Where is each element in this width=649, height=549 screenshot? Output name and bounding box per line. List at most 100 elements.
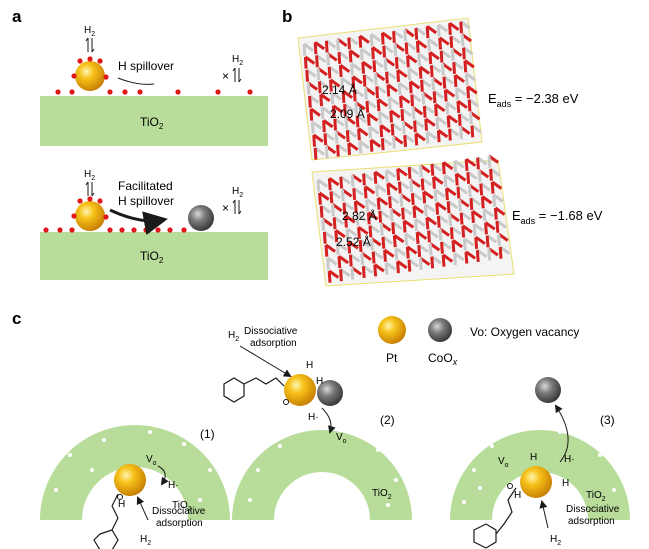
lattice-bond	[469, 198, 474, 211]
h2-left-bottom: H2	[84, 169, 95, 182]
lattice-bond	[454, 173, 459, 186]
lattice-bond	[440, 241, 444, 254]
lattice-bond	[392, 31, 396, 43]
lattice-bond	[407, 259, 412, 272]
lattice-bond	[466, 86, 470, 99]
lattice-bond	[366, 113, 371, 126]
panel-a-top: TiO2 H2 H spillover H2 ×	[40, 25, 268, 146]
lattice-bond	[441, 162, 446, 175]
legend-vo-label: Vo: Oxygen vacancy	[470, 325, 579, 339]
lattice-bond	[339, 269, 343, 282]
lattice-bond	[414, 133, 419, 146]
lattice-bond	[378, 210, 383, 223]
lattice-bond	[390, 123, 395, 136]
lattice-bond	[324, 146, 329, 159]
hdot-label-2: H·	[308, 412, 319, 423]
tio2-arc-2	[232, 430, 412, 520]
lattice-bond	[418, 258, 423, 271]
lattice-bond	[373, 73, 378, 86]
lattice-bond	[343, 104, 347, 116]
lattice-bond	[342, 202, 347, 215]
lattice-bond	[446, 115, 451, 128]
pt-particle-top	[75, 61, 105, 91]
lattice-bond	[487, 155, 492, 168]
lattice-bond	[455, 88, 459, 100]
panel-c-label: c	[12, 309, 21, 328]
lattice-bond	[484, 222, 488, 235]
lattice-bond	[449, 227, 454, 240]
lattice-bond	[308, 95, 312, 108]
lattice-bond	[363, 186, 368, 199]
distance-top-1: 2.14 Å	[322, 82, 357, 97]
lattice-bond	[462, 238, 467, 251]
lattice-bond	[469, 112, 473, 125]
lattice-bond	[360, 253, 365, 266]
equilibrium-arrows-left-bottom	[85, 181, 95, 197]
lattice-bond	[438, 37, 442, 50]
lattice-bond	[401, 122, 406, 134]
lattice-bond	[467, 185, 472, 198]
h-atom-3-top: H	[530, 452, 537, 463]
lattice-bond	[362, 74, 367, 87]
step-3: (3) Vo H H· H H TiO2 Dissociative adsorp…	[450, 377, 630, 549]
lattice-bond	[452, 62, 456, 74]
lattice-bond	[427, 39, 431, 52]
lattice-bond	[318, 192, 322, 205]
lattice-bond	[413, 120, 417, 133]
lattice-bond	[459, 212, 464, 225]
diss-label-1b: adsorption	[156, 518, 203, 529]
lattice-bond	[389, 209, 394, 222]
lattice-bond	[324, 40, 329, 53]
lattice-bond	[368, 126, 372, 139]
h-migration-arrow-1	[157, 465, 169, 486]
lattice-bond	[417, 53, 421, 66]
lattice-bond	[466, 172, 471, 185]
lattice-bond	[371, 251, 376, 264]
lattice-bond	[404, 42, 409, 55]
lattice-bond	[432, 176, 436, 189]
lattice-bond	[418, 66, 423, 79]
lattice-bond	[470, 125, 475, 138]
lattice-bond	[348, 254, 353, 267]
lattice-bond	[331, 105, 336, 118]
panel-c: c Pt CoOx Vo: Oxygen vacancy (1) Vo H· T…	[12, 309, 630, 549]
tio2-arc-3	[450, 430, 630, 520]
lattice-bottom	[316, 154, 511, 283]
h2-label-2: H2	[228, 330, 239, 343]
lattice-bond	[379, 223, 384, 236]
h-spillover-label-bottom: H spillover	[118, 194, 174, 208]
lattice-bond	[409, 180, 414, 193]
lattice-bond	[330, 92, 335, 105]
lattice-bond	[450, 49, 455, 61]
diss-label-2a: Dissociative	[244, 326, 298, 337]
lattice-bond	[456, 101, 461, 113]
lattice-bond	[485, 235, 490, 248]
lattice-bond	[366, 212, 371, 225]
lattice-bond	[414, 27, 419, 40]
lattice-bond	[350, 63, 354, 76]
lattice-bond	[357, 128, 361, 141]
lattice-bond	[479, 183, 484, 196]
lattice-bond	[493, 207, 498, 220]
lattice-bond	[365, 199, 370, 212]
pt-sphere-1	[114, 464, 146, 496]
lattice-bond	[387, 97, 392, 110]
lattice-bond	[345, 228, 350, 241]
lattice-bond	[378, 112, 382, 125]
h2-label-3: H2	[550, 534, 561, 547]
lattice-bond	[386, 84, 391, 97]
lattice-bond	[443, 175, 448, 188]
legend-pt-sphere	[378, 316, 406, 344]
equilibrium-arrows-right-bottom	[232, 199, 242, 215]
h2-left-top: H2	[84, 25, 95, 38]
lattice-bond	[428, 52, 433, 65]
lattice-bond	[329, 191, 334, 204]
lattice-bond	[461, 225, 466, 238]
lattice-bond	[394, 57, 399, 69]
lattice-bond	[354, 102, 358, 115]
step-1: (1) Vo H· TiO2 H Dissociative adsorption…	[40, 425, 230, 549]
lattice-bond	[400, 109, 405, 121]
lattice-bond	[376, 99, 381, 112]
lattice-bond	[332, 217, 337, 230]
eads-bottom: Eads = −1.68 eV	[512, 208, 603, 226]
